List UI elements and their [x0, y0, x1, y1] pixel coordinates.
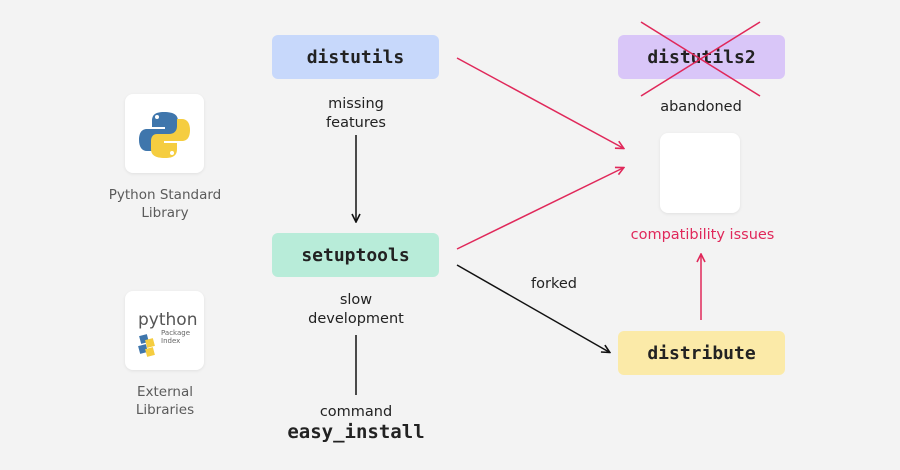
missing-features-label: missing features — [326, 96, 386, 131]
arrow-forked — [456, 264, 609, 352]
slow-development-label: slow development — [308, 292, 404, 327]
pypi-card: python Package Index — [125, 291, 204, 370]
distribute-node: distribute — [618, 331, 785, 375]
external-label: External Libraries — [135, 384, 195, 418]
abandoned-label: abandoned — [660, 99, 742, 115]
compatibility-issues-label: compatibility issues — [630, 227, 775, 243]
stdlib-label: Python Standard Library — [108, 187, 222, 221]
distutils-node: distutils — [272, 35, 439, 79]
svg-text:python: python — [138, 310, 197, 330]
arrow-setuptools-compat — [456, 168, 623, 250]
pypi-logo-icon: python Package Index — [138, 310, 197, 357]
python-stdlib-card — [125, 94, 204, 173]
svg-text:Index: Index — [161, 337, 180, 345]
command-label: command — [319, 404, 393, 420]
distutils2-node: distutils2 — [618, 35, 785, 79]
setuptools-node: setuptools — [272, 233, 439, 277]
easy-install-label: easy_install — [287, 421, 425, 443]
forked-label: forked — [531, 276, 577, 292]
python-logo-icon — [139, 112, 190, 158]
arrow-distutils-compat — [456, 57, 623, 148]
svg-text:Package: Package — [161, 329, 190, 337]
compatibility-card — [660, 133, 740, 213]
